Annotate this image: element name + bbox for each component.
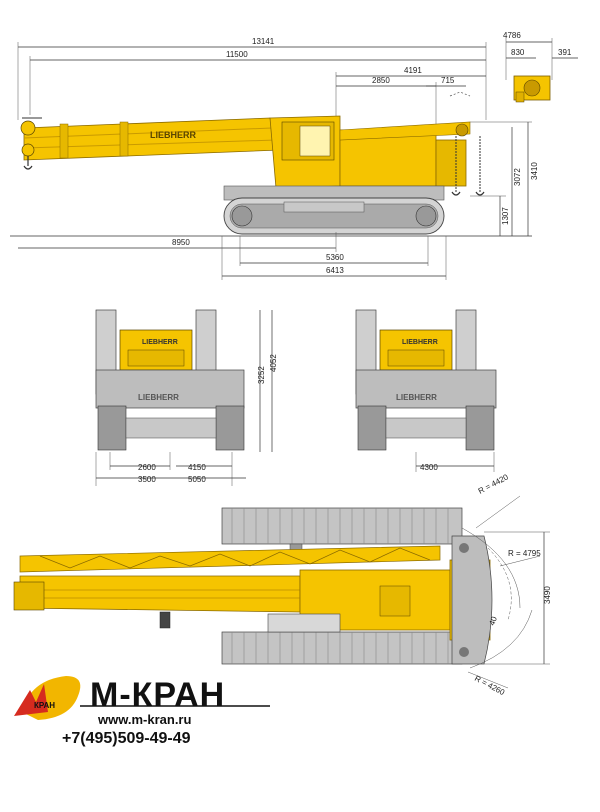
brand-label-body: LIEBHERR	[138, 393, 179, 402]
dim-total-length: 13141	[252, 37, 275, 46]
dim-4052: 4052	[269, 354, 278, 372]
phone-number[interactable]: +7(495)509-49-49	[62, 730, 191, 747]
brand-label: LIEBHERR	[142, 339, 178, 346]
dim-40: 40	[487, 615, 499, 627]
front-view-right: LIEBHERR LIEBHERR 4300	[355, 309, 497, 472]
top-view: R = 4420 R = 4795 R = 4260 40 3490	[13, 472, 552, 697]
dim-5360: 5360	[326, 253, 344, 262]
front-view-left: LIEBHERR LIEBHERR 3252 4052 2600 4150 35…	[95, 309, 278, 486]
dim-4150: 4150	[188, 463, 206, 472]
dim-1307: 1307	[501, 207, 510, 225]
dim-3072: 3072	[513, 168, 522, 186]
brand-label-body-r: LIEBHERR	[396, 393, 437, 402]
dim-4191: 4191	[404, 66, 422, 75]
dim-r4795: R = 4795	[508, 549, 541, 558]
brand-label-r: LIEBHERR	[402, 339, 438, 346]
dim-3252: 3252	[257, 366, 266, 384]
dim-5050: 5050	[188, 475, 206, 484]
website-link[interactable]: www.m-kran.ru	[98, 712, 192, 727]
dim-2600: 2600	[138, 463, 156, 472]
dim-3500: 3500	[138, 475, 156, 484]
logo-small-text: КРАН	[34, 701, 55, 710]
svg-text:LIEBHERR: LIEBHERR	[150, 130, 197, 140]
dim-r4420: R = 4420	[477, 472, 511, 496]
dim-391: 391	[558, 48, 572, 57]
dim-4300: 4300	[420, 463, 438, 472]
dim-3410: 3410	[530, 162, 539, 180]
side-view: 13141 11500 4191 2850 715 4786 830 391 3…	[10, 31, 578, 280]
rear-end-view	[513, 75, 551, 103]
dim-boom-length: 11500	[226, 50, 248, 59]
dim-715: 715	[441, 76, 455, 85]
company-name: М-КРАН	[90, 676, 226, 714]
dim-2850: 2850	[372, 76, 390, 85]
dim-6413: 6413	[326, 266, 344, 275]
dim-4786: 4786	[503, 31, 521, 40]
company-logo: КРАН	[14, 676, 81, 720]
dim-3490: 3490	[543, 586, 552, 604]
dim-8950: 8950	[172, 238, 190, 247]
dim-830: 830	[511, 48, 525, 57]
